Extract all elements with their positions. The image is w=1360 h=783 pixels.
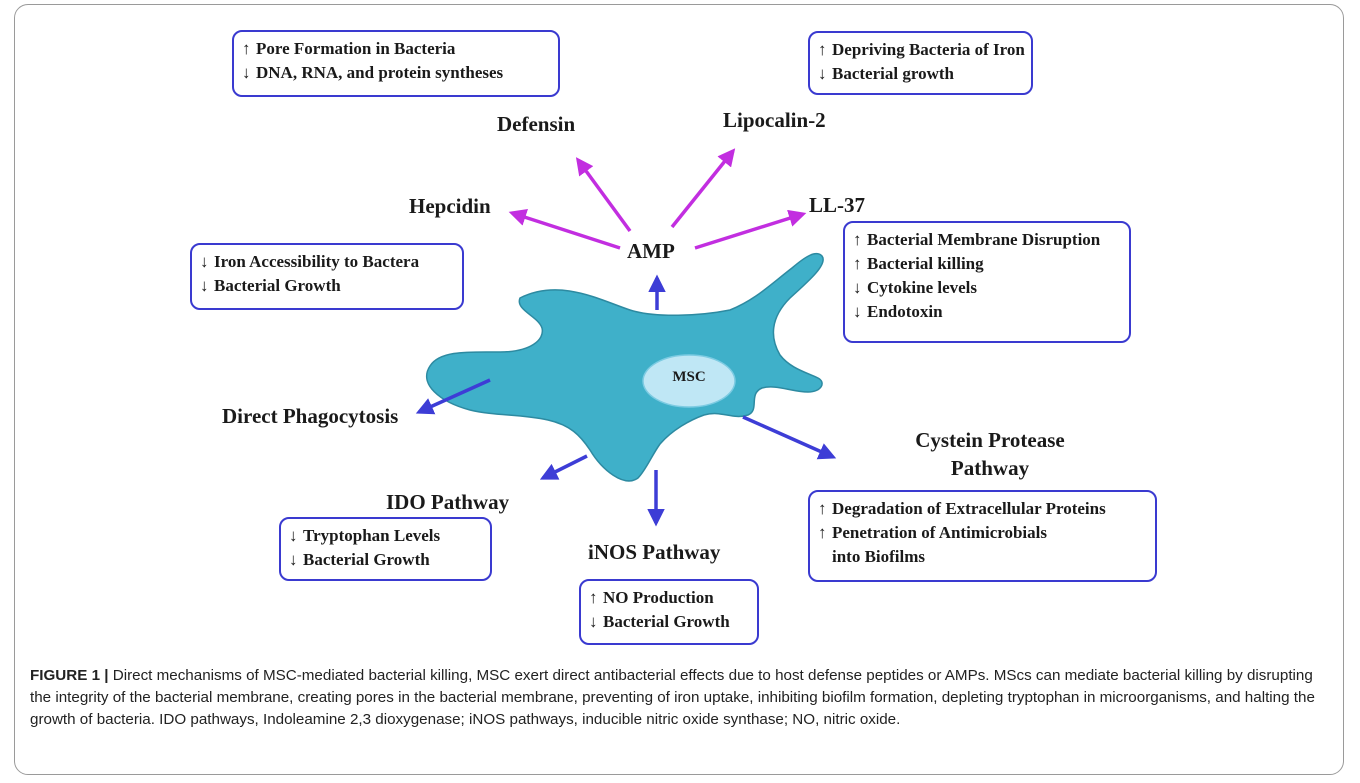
- effect-arrow: ↑: [589, 588, 598, 607]
- msc-label: MSC: [672, 369, 706, 385]
- cystein-label-line2: Pathway: [950, 456, 1030, 480]
- effect-text: Bacterial Membrane Disruption: [867, 230, 1101, 249]
- effect-text: Bacterial Growth: [603, 612, 730, 631]
- effect-text: Bacterial Growth: [303, 550, 430, 569]
- effect-arrow: ↑: [242, 39, 251, 58]
- effect-line: ↓ Bacterial growth: [818, 62, 1023, 86]
- effect-text: Cytokine levels: [867, 278, 978, 297]
- direct-phagocytosis-label: Direct Phagocytosis: [222, 404, 399, 428]
- effect-arrow: ↑: [818, 523, 827, 542]
- inos-pathway-label: iNOS Pathway: [588, 540, 721, 564]
- arrow-to-ido: [539, 454, 588, 480]
- effect-line: ↑ Degradation of Extracellular Proteins: [818, 497, 1147, 521]
- effect-text: Bacterial Growth: [214, 276, 341, 295]
- effect-line: into Biofilms: [818, 545, 1147, 569]
- effect-line: ↑ Depriving Bacteria of Iron: [818, 38, 1025, 62]
- arrow-to-direct-phagocytosis: [415, 378, 491, 415]
- hepcidin-effects-box: ↓ Iron Accessibility to Bactera ↓ Bacteria…: [190, 243, 464, 310]
- effect-arrow: ↓: [289, 550, 298, 569]
- effect-line: ↓ Bacterial Growth: [589, 610, 749, 634]
- msc-nucleus: [642, 354, 736, 408]
- effect-arrow: ↓: [853, 302, 862, 321]
- effect-arrow: ↑: [853, 254, 862, 273]
- effect-text: Endotoxin: [867, 302, 943, 321]
- lipocalin-effects-box: ↑ Depriving Bacteria of Iron ↓ Bacterial g…: [808, 31, 1033, 95]
- figure-caption: FIGURE 1 | Direct mechanisms of MSC-medi…: [30, 665, 1330, 731]
- effect-arrow: ↓: [242, 63, 251, 82]
- effect-line: ↓ Tryptophan Levels: [289, 524, 482, 548]
- effect-text: Pore Formation in Bacteria: [256, 39, 456, 58]
- effect-arrow: ↓: [853, 278, 862, 297]
- effect-line: ↑ Bacterial killing: [853, 252, 1121, 276]
- defensin-label: Defensin: [497, 112, 576, 136]
- effect-text: Degradation of Extracellular Proteins: [832, 499, 1106, 518]
- effect-text: Bacterial growth: [832, 64, 954, 83]
- ll37-label: LL-37: [809, 193, 866, 217]
- effect-line: ↓ Endotoxin: [853, 300, 1121, 324]
- arrow-amp-to-ll37: [694, 209, 807, 250]
- inos-effects-box: ↑ NO Production ↓ Bacterial Growth: [579, 579, 759, 645]
- effect-line: ↑ Penetration of Antimicrobials: [818, 521, 1147, 545]
- effect-arrow: ↑: [818, 499, 827, 518]
- arrow-amp-to-hepcidin: [508, 208, 621, 250]
- effect-text: into Biofilms: [832, 547, 926, 566]
- arrow-amp-to-defensin: [575, 157, 632, 233]
- effect-text: Bacterial killing: [867, 254, 984, 273]
- cystein-effects-box: ↑ Degradation of Extracellular Proteins ↑…: [808, 490, 1157, 582]
- cystein-protease-label: Cystein Protease Pathway: [880, 430, 1100, 479]
- amp-label: AMP: [627, 239, 675, 263]
- effect-line: ↓ Bacterial Growth: [289, 548, 482, 572]
- effect-line: ↑ NO Production: [589, 586, 749, 610]
- effect-arrow: ↑: [853, 230, 862, 249]
- effect-line: ↑ Pore Formation in Bacteria: [242, 37, 550, 61]
- effect-text: Tryptophan Levels: [303, 526, 441, 545]
- ido-effects-box: ↓ Tryptophan Levels ↓ Bacterial Growth: [279, 517, 492, 581]
- arrow-amp-to-lipocalin: [670, 148, 736, 229]
- lipocalin-label: Lipocalin-2: [723, 108, 826, 132]
- effect-arrow: ↑: [818, 40, 827, 59]
- arrow-to-cystein: [742, 415, 837, 460]
- effect-text: Iron Accessibility to Bactera: [214, 252, 420, 271]
- cystein-label-line1: Cystein Protease: [915, 428, 1065, 452]
- effect-text: DNA, RNA, and protein syntheses: [256, 63, 504, 82]
- effect-arrow: ↓: [589, 612, 598, 631]
- effect-text: Penetration of Antimicrobials: [832, 523, 1047, 542]
- ll37-effects-box: ↑ Bacterial Membrane Disruption ↑ Bacteria…: [843, 221, 1131, 343]
- msc-cell-shape: [425, 252, 824, 482]
- defensin-effects-box: ↑ Pore Formation in Bacteria ↓ DNA, RNA, a…: [232, 30, 560, 97]
- ido-pathway-label: IDO Pathway: [386, 490, 510, 514]
- effect-line: ↓ Cytokine levels: [853, 276, 1121, 300]
- effect-line: ↓ Iron Accessibility to Bactera: [200, 250, 454, 274]
- effect-arrow: ↓: [200, 252, 209, 271]
- effect-line: ↓ Bacterial Growth: [200, 274, 454, 298]
- effect-text: Depriving Bacteria of Iron: [832, 40, 1025, 59]
- effect-line: ↑ Bacterial Membrane Disruption: [853, 228, 1121, 252]
- hepcidin-label: Hepcidin: [409, 194, 491, 218]
- caption-text: Direct mechanisms of MSC-mediated bacter…: [30, 667, 1315, 728]
- effect-arrow: ↓: [818, 64, 827, 83]
- figure-label: FIGURE 1 |: [30, 667, 109, 684]
- effect-line: ↓ DNA, RNA, and protein syntheses: [242, 61, 550, 85]
- effect-text: NO Production: [603, 588, 714, 607]
- effect-arrow: ↓: [289, 526, 298, 545]
- effect-arrow: ↓: [200, 276, 209, 295]
